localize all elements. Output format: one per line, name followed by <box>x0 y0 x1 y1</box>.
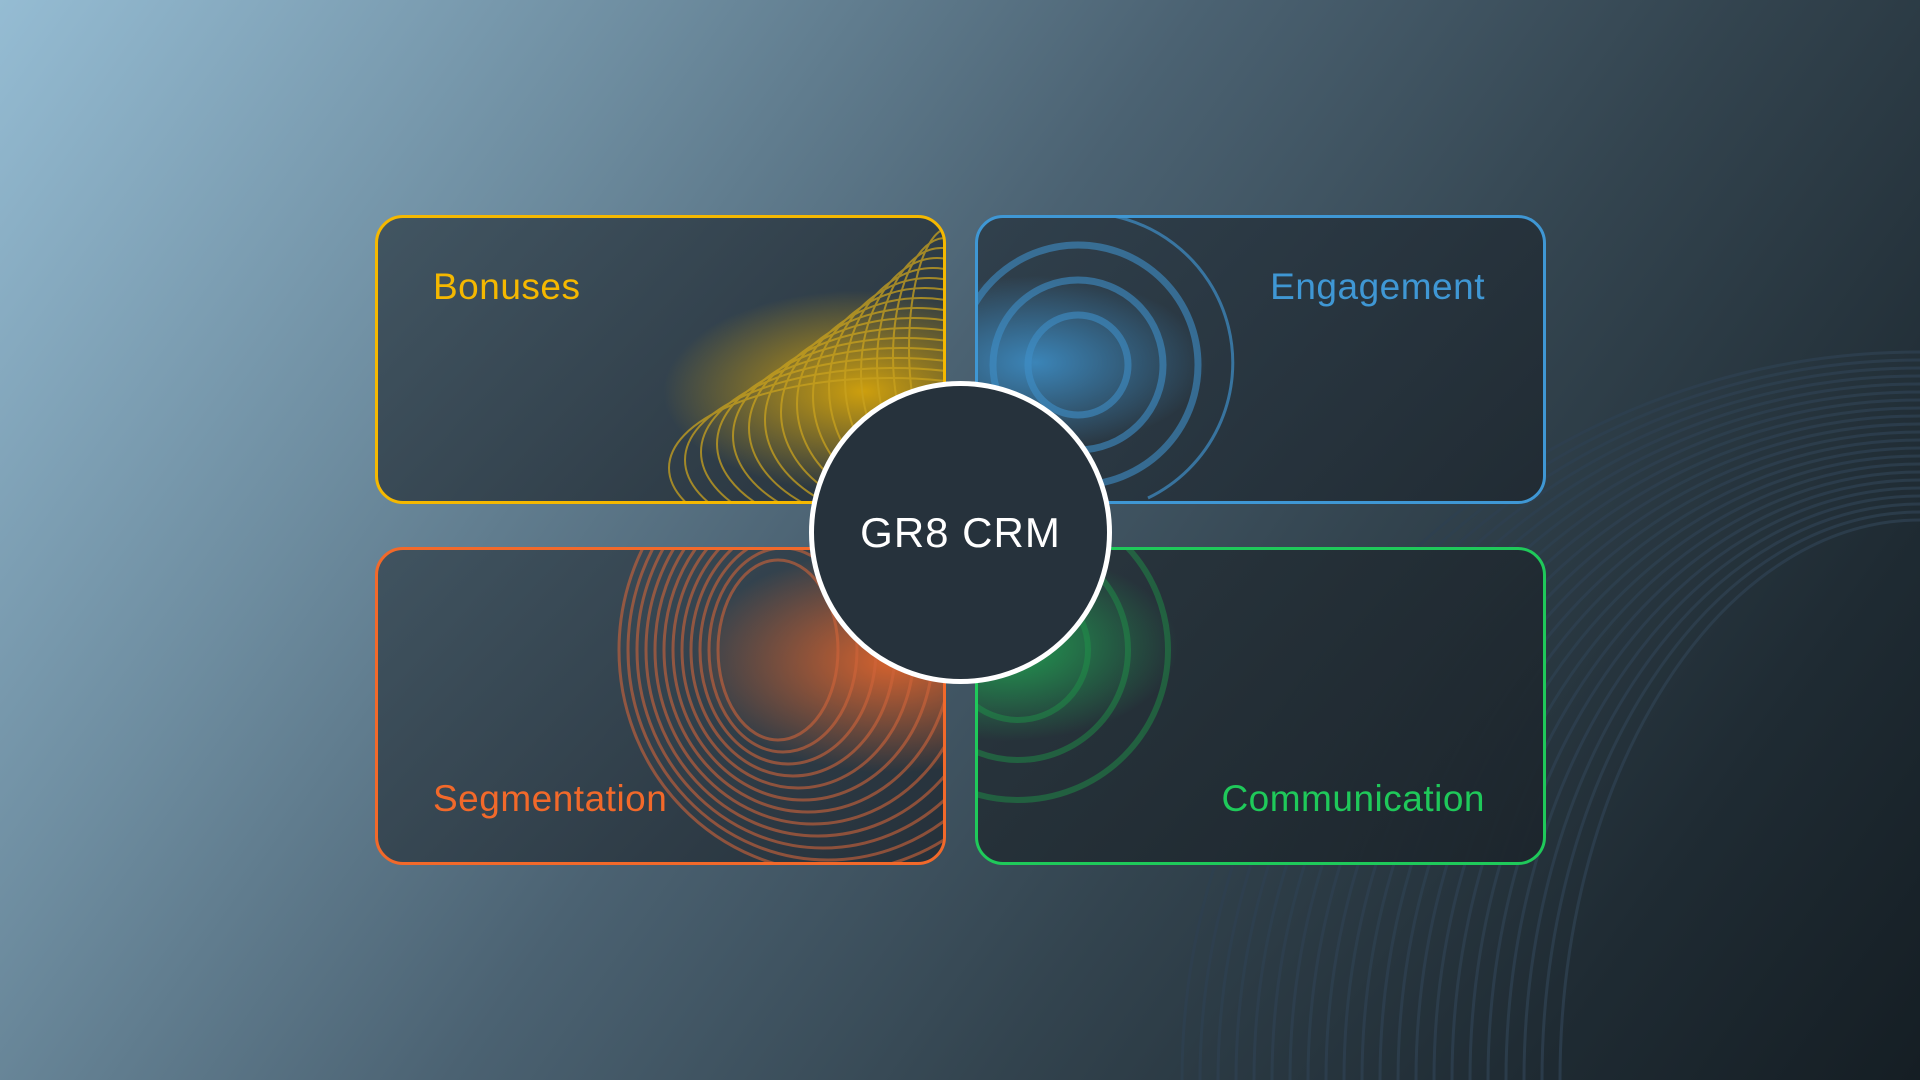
decorative-line <box>796 297 943 501</box>
bonuses-decoration <box>378 218 943 501</box>
card-label-engagement: Engagement <box>1270 266 1485 307</box>
decorative-line <box>892 237 943 475</box>
decorative-line <box>644 550 943 838</box>
decorative-line <box>1396 446 1920 1080</box>
center-title: GR8 CRM <box>860 508 1061 556</box>
decorative-line <box>1522 502 1920 1080</box>
decorative-line <box>716 347 943 501</box>
decorative-line <box>716 558 840 742</box>
center-hub[interactable]: GR8 CRM <box>809 381 1112 684</box>
decorative-line <box>1558 518 1920 1080</box>
decorative-line <box>1504 494 1920 1080</box>
decorative-line <box>662 550 943 814</box>
card-label-segmentation: Segmentation <box>433 778 668 819</box>
decorative-line <box>1468 478 1920 1080</box>
decorative-line <box>764 317 943 501</box>
decorative-line <box>617 550 943 862</box>
decorative-line <box>812 287 943 501</box>
decorative-line <box>668 377 943 501</box>
decorative-line <box>1414 454 1920 1080</box>
decorative-line <box>707 550 859 754</box>
card-label-bonuses: Bonuses <box>433 266 581 307</box>
decorative-line <box>1540 510 1920 1080</box>
decorative-line <box>732 337 943 501</box>
decorative-line <box>1486 486 1920 1080</box>
decorative-line <box>635 550 943 850</box>
decorative-line <box>748 327 943 501</box>
card-label-communication: Communication <box>1221 778 1485 819</box>
decorative-line <box>780 307 943 501</box>
card-segmentation[interactable]: Segmentation <box>375 547 946 865</box>
decorative-line <box>653 550 943 826</box>
decorative-line <box>700 357 943 501</box>
decorative-line <box>626 550 943 862</box>
decorative-line <box>684 367 943 501</box>
decorative-line <box>1432 462 1920 1080</box>
decorative-line <box>1450 470 1920 1080</box>
